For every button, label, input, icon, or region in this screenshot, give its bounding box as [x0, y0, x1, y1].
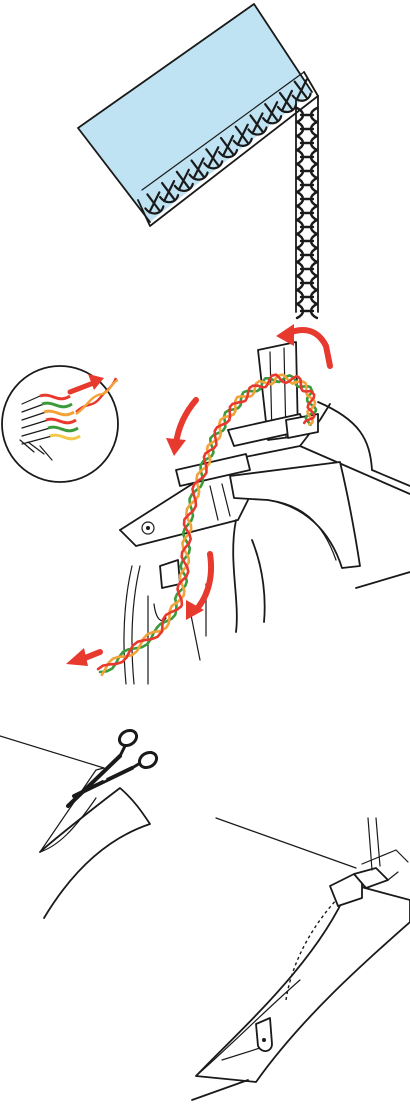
panel-threading: [2, 324, 410, 684]
chain-link: [297, 122, 317, 136]
panel-sewing: [192, 818, 410, 1100]
panel-chain-stitch: [78, 4, 318, 318]
arrow-icon: [70, 374, 104, 392]
chain-link: [297, 290, 317, 304]
chain-link: [297, 234, 317, 248]
chain-link: [297, 136, 317, 150]
presser-foot: [160, 560, 180, 588]
chain-link: [297, 206, 317, 220]
arrow-icon: [186, 554, 211, 620]
fabric-swatch: [78, 4, 312, 222]
arrow-icon: [66, 648, 100, 666]
feed-dog-tab: [256, 1018, 272, 1051]
arrow-icon: [166, 400, 196, 456]
zoom-inset: [2, 366, 118, 482]
fabric-edge-line: [0, 736, 104, 768]
fabric-piece: [40, 788, 150, 918]
stitch-fingers: [20, 396, 52, 460]
chain-link: [297, 248, 317, 262]
chain-link: [297, 178, 317, 192]
panel-cutting: [0, 727, 159, 918]
chain-link: [297, 304, 317, 318]
looper-arm: [230, 462, 360, 568]
fabric-bottom-edge: [192, 1080, 248, 1100]
chain-link: [297, 108, 317, 122]
chain-link: [297, 164, 317, 178]
fabric-sheet: [196, 884, 410, 1082]
chain-link: [297, 262, 317, 276]
chain-link: [297, 220, 317, 234]
chain-link: [297, 150, 317, 164]
chain-tail-links: [297, 108, 317, 318]
stitch-thread-bundle: [40, 395, 80, 439]
fabric-top-line: [216, 818, 356, 868]
chain-link: [297, 276, 317, 290]
chain-link: [297, 192, 317, 206]
